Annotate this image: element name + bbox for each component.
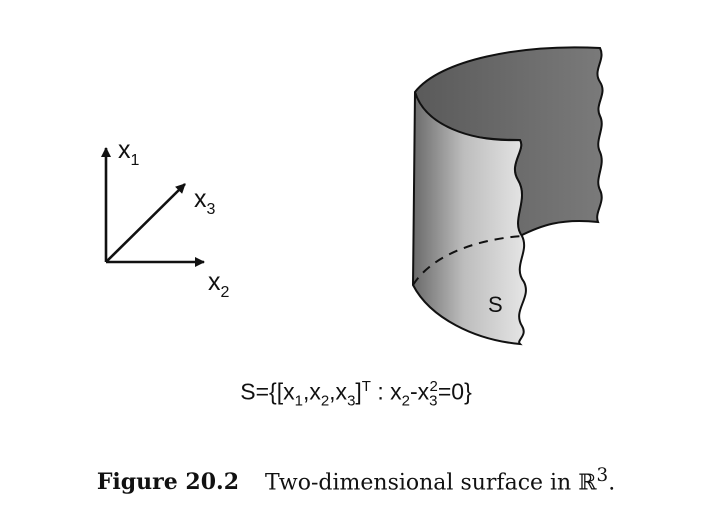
caption-text: Two-dimensional surface in ℝ [265,470,597,496]
x3-axis-arrow [105,183,186,263]
surface-outer-front [411,91,527,346]
surface-s: S [411,46,604,346]
x3-label: x3 [194,185,216,218]
x1-label: x1 [118,136,140,169]
surface-hidden-edge [412,235,523,286]
set-definition-equation: S={[x1,x2,x3]T : x2-x32=0} [240,378,472,410]
figure-caption: Figure 20.2 Two-dimensional surface in ℝ3… [96,465,616,496]
caption-power: 3 [596,465,609,486]
coordinate-axes: x1 x3 x2 [101,136,230,301]
x2-label: x2 [208,268,230,301]
surface-label: S [488,292,503,317]
figure-number: Figure 20.2 [96,469,239,496]
